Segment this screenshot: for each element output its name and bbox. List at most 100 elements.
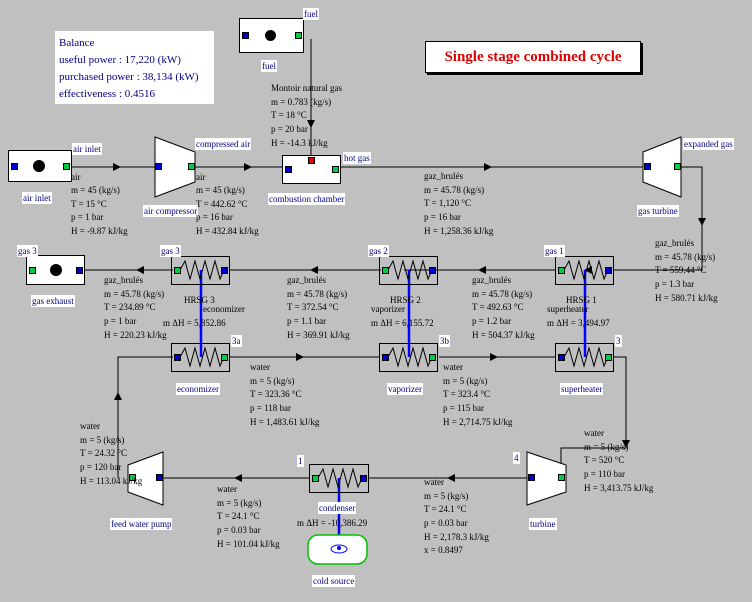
port (221, 354, 228, 361)
vaporizer-name[interactable]: vaporizer (387, 383, 423, 395)
hrsg3-duty: m ΔH = 5,852.86 (163, 318, 226, 328)
gas-exhaust-name[interactable]: gas exhaust (31, 295, 75, 307)
point-3-tag[interactable]: 3 (615, 335, 622, 347)
hx-zigzag (387, 346, 433, 368)
condenser-name[interactable]: condenser (318, 502, 357, 514)
gas2-tag[interactable]: gas 2 (368, 245, 389, 257)
economizer-name[interactable]: economizer (176, 383, 220, 395)
combustion-chamber-name[interactable]: combustion chamber (268, 193, 346, 205)
gas1-tag[interactable]: gas 1 (544, 245, 565, 257)
purchased-power: purchased power : 38,134 (kW) (59, 71, 199, 83)
hot-gas-tag[interactable]: hot gas (343, 152, 371, 164)
feed-water-pump-name[interactable]: feed water pump (110, 518, 173, 530)
port (221, 267, 228, 274)
hrsg1-label: HRSG 1 (566, 295, 597, 305)
compressed-air-tag[interactable]: compressed air (195, 138, 252, 150)
port (605, 267, 612, 274)
arrow (114, 392, 122, 400)
arrow (296, 353, 304, 361)
pump-port-in (156, 474, 163, 481)
condenser-box[interactable] (309, 464, 369, 493)
gas-turbine-shape (642, 136, 682, 198)
effectiveness: effectiveness : 0.4516 (59, 88, 156, 100)
port-out (76, 267, 83, 274)
useful-power: useful power : 17,220 (kW) (59, 54, 181, 66)
fuel-tag[interactable]: fuel (303, 8, 319, 20)
port-out (295, 32, 302, 39)
hx-zigzag (563, 259, 609, 281)
hrsg2-label: HRSG 2 (390, 295, 421, 305)
source-dot-icon (265, 30, 276, 41)
gas3-port-tag[interactable]: gas 3 (160, 245, 181, 257)
port (382, 354, 389, 361)
hrsg3-label: HRSG 3 (184, 295, 215, 305)
arrow (244, 163, 252, 171)
sink-dot-icon (50, 264, 62, 276)
port (382, 267, 389, 274)
port (558, 354, 565, 361)
superheater-box[interactable] (555, 343, 614, 372)
hrsg2-gas-side[interactable] (379, 256, 438, 285)
hrsg1-gas-side[interactable] (555, 256, 614, 285)
feed-pump-shape (127, 451, 164, 506)
turbine-name[interactable]: turbine (529, 518, 557, 530)
port (174, 267, 181, 274)
fuel-name[interactable]: fuel (261, 60, 277, 72)
point-3a-tag[interactable]: 3a (231, 335, 242, 347)
gas-exhaust-sink[interactable] (26, 255, 85, 285)
hx-zigzag (317, 467, 363, 489)
cold-source-name[interactable]: cold source (312, 575, 356, 587)
turbine-port-out (558, 474, 565, 481)
compressor-port-in (155, 163, 162, 170)
air-compressor-name[interactable]: air compressor (143, 205, 199, 217)
hx-zigzag (387, 259, 433, 281)
arrow (447, 474, 455, 482)
economizer-box[interactable] (171, 343, 230, 372)
expanded-gas-tag[interactable]: expanded gas (683, 138, 734, 150)
arrow (622, 440, 630, 448)
combustion-chamber[interactable] (282, 155, 341, 184)
gas-turbine-name[interactable]: gas turbine (637, 205, 679, 217)
point-1-tag[interactable]: 1 (297, 455, 304, 467)
point-4-tag[interactable]: 4 (513, 452, 520, 464)
hx-zigzag (563, 346, 609, 368)
point-3b-tag[interactable]: 3b (439, 335, 450, 347)
condenser-duty: m ΔH = -10,386.29 (297, 518, 368, 528)
air-label: air (196, 172, 206, 182)
hrsg1-duty: m ΔH = 3,494.97 (547, 318, 610, 328)
air-inlet-port-tag[interactable]: air inlet (72, 143, 102, 155)
port-out (63, 163, 70, 170)
superheater-name[interactable]: superheater (560, 383, 604, 395)
compressor-port-out (188, 163, 195, 170)
air-inlet-name[interactable]: air inlet (22, 192, 52, 204)
arrow (478, 266, 486, 274)
superheater-sub-label: superheater (547, 304, 589, 314)
vaporizer-box[interactable] (379, 343, 438, 372)
arrow (490, 353, 498, 361)
port (429, 354, 436, 361)
hrsg3-gas-side[interactable] (171, 256, 230, 285)
arrow (307, 120, 315, 128)
port (429, 267, 436, 274)
arrow (484, 163, 492, 171)
air-label: air (71, 172, 81, 182)
turbine-port-in (528, 474, 535, 481)
port-in (285, 166, 292, 173)
arrow (113, 163, 121, 171)
fuel-source[interactable] (239, 18, 304, 53)
diagram-title: Single stage combined cycle (425, 41, 641, 73)
port (360, 475, 367, 482)
port (174, 354, 181, 361)
gas3-tag[interactable]: gas 3 (17, 245, 38, 257)
vaporizer-sub-label: vaporizer (371, 304, 405, 314)
air-inlet-source[interactable] (8, 150, 72, 182)
